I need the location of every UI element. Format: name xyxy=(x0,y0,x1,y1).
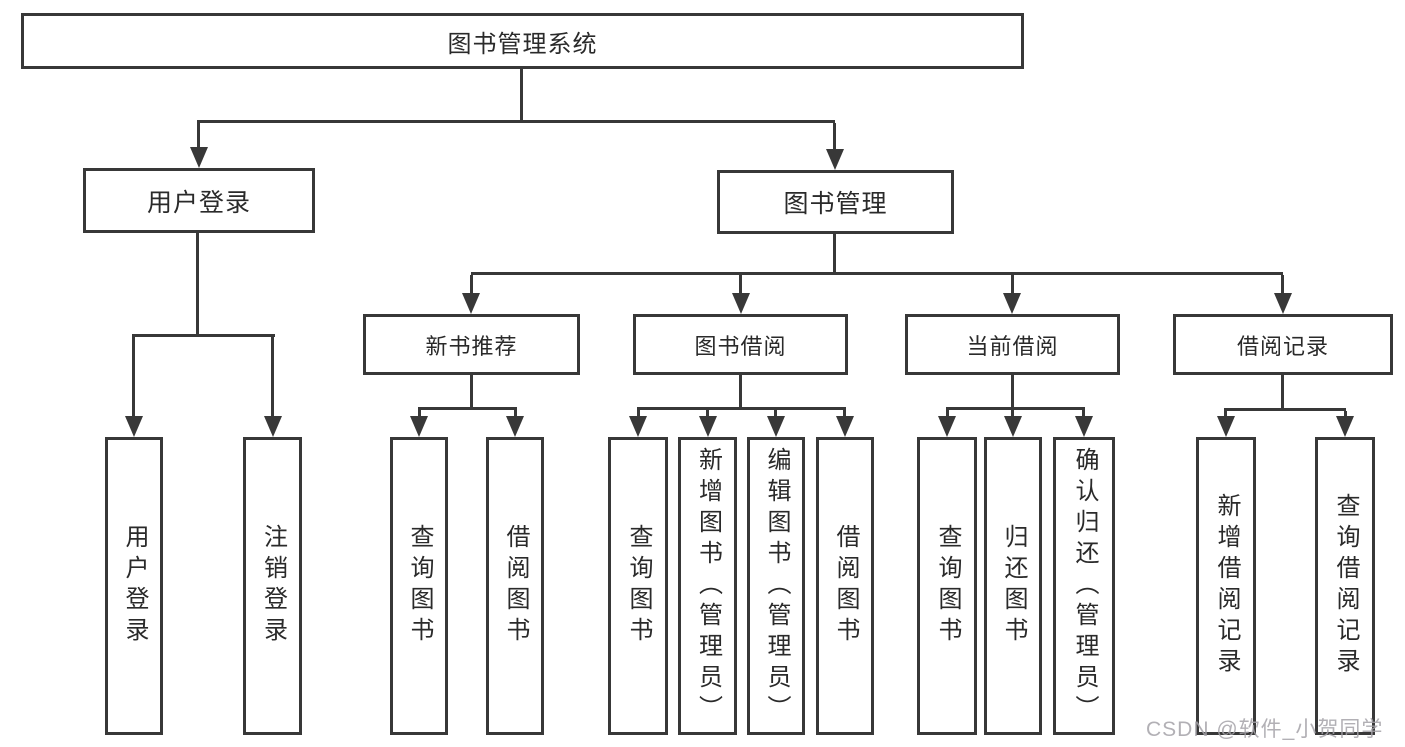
connector-leaf-stub xyxy=(1224,411,1227,417)
leaf-bb-add-books-admin: 新增图书（管理员） xyxy=(678,437,737,735)
connector-leaf-stub xyxy=(1082,410,1085,417)
connector-current-borrowing-branch xyxy=(946,407,1085,410)
node-root: 图书管理系统 xyxy=(21,13,1024,69)
csdn-watermark: CSDN @软件_小贺同学 xyxy=(1146,718,1384,741)
connector-leaf-stub xyxy=(843,410,846,417)
arrow-down-icon xyxy=(125,416,143,437)
leaf-user-login-label: 用户登录 xyxy=(121,524,148,648)
node-borrowing-records: 借阅记录 xyxy=(1173,314,1393,375)
connector-level3-branch xyxy=(471,272,1283,275)
connector-leaf-stub xyxy=(418,410,421,417)
leaf-nb-query-books-label: 查询图书 xyxy=(406,524,433,648)
arrow-down-icon xyxy=(1003,293,1021,314)
arrow-down-icon xyxy=(506,416,524,437)
arrow-down-icon xyxy=(410,416,428,437)
node-new-book-recommendation-label: 新书推荐 xyxy=(425,333,518,359)
leaf-cb-query-books: 查询图书 xyxy=(917,437,977,735)
arrow-down-icon xyxy=(629,416,647,437)
connector-to-book-management xyxy=(833,123,836,149)
node-current-borrowing: 当前借阅 xyxy=(905,314,1120,375)
arrow-down-icon xyxy=(732,293,750,314)
leaf-br-query-borrow-record: 查询借阅记录 xyxy=(1315,437,1375,735)
node-root-label: 图书管理系统 xyxy=(447,30,598,58)
leaf-nb-borrow-books-label: 借阅图书 xyxy=(502,524,529,648)
connector-root-stem xyxy=(520,69,523,120)
connector-new-book-stem xyxy=(470,375,473,407)
leaf-nb-query-books: 查询图书 xyxy=(390,437,448,735)
node-book-borrowing-label: 图书借阅 xyxy=(694,333,787,359)
arrow-down-icon xyxy=(264,416,282,437)
leaf-br-add-borrow-record: 新增借阅记录 xyxy=(1196,437,1256,735)
connector-leaf-stub xyxy=(514,410,517,417)
connector-to-current-borrowing xyxy=(1011,275,1014,293)
leaf-cb-query-books-label: 查询图书 xyxy=(934,524,961,648)
connector-to-new-book xyxy=(470,275,473,293)
connector-borrowing-records-stem xyxy=(1281,375,1284,408)
connector-leaf-stub xyxy=(774,410,777,417)
connector-new-book-branch xyxy=(418,407,517,410)
arrow-down-icon xyxy=(938,416,956,437)
arrow-down-icon xyxy=(1274,293,1292,314)
connector-leaf-stub xyxy=(1344,411,1347,417)
connector-borrowing-records-branch xyxy=(1224,408,1346,411)
connector-leaf-stub xyxy=(1011,410,1014,417)
node-borrowing-records-label: 借阅记录 xyxy=(1236,333,1329,359)
arrow-down-icon xyxy=(462,293,480,314)
leaf-nb-borrow-books: 借阅图书 xyxy=(486,437,544,735)
leaf-bb-edit-books-admin-label: 编辑图书（管理员） xyxy=(763,446,790,726)
connector-to-borrowing-records xyxy=(1281,275,1284,293)
node-new-book-recommendation: 新书推荐 xyxy=(363,314,580,375)
node-book-borrowing: 图书借阅 xyxy=(633,314,848,375)
leaf-user-login: 用户登录 xyxy=(105,437,163,735)
node-user-login: 用户登录 xyxy=(83,168,315,233)
connector-to-leaf-logout xyxy=(271,337,274,416)
leaf-br-query-borrow-record-label: 查询借阅记录 xyxy=(1332,493,1359,679)
arrow-down-icon xyxy=(826,149,844,170)
node-book-management-label: 图书管理 xyxy=(783,190,888,218)
leaf-bb-add-books-admin-label: 新增图书（管理员） xyxy=(694,446,722,726)
leaf-cb-confirm-return-admin: 确认归还（管理员） xyxy=(1053,437,1115,735)
connector-leaf-stub xyxy=(946,410,949,417)
arrow-down-icon xyxy=(1336,416,1354,437)
leaf-cb-confirm-return-admin-label: 确认归还（管理员） xyxy=(1071,446,1098,726)
arrow-down-icon xyxy=(836,416,854,437)
leaf-cb-return-books: 归还图书 xyxy=(984,437,1042,735)
connector-to-user-login xyxy=(197,123,200,149)
arrow-down-icon xyxy=(190,147,208,168)
connector-to-book-borrowing xyxy=(739,275,742,293)
node-current-borrowing-label: 当前借阅 xyxy=(966,333,1059,359)
connector-book-borrowing-branch xyxy=(637,407,846,410)
leaf-bb-query-books: 查询图书 xyxy=(608,437,668,735)
connector-leaf-stub xyxy=(706,410,709,417)
leaf-bb-borrow-books-label: 借阅图书 xyxy=(832,524,859,648)
leaf-br-add-borrow-record-label: 新增借阅记录 xyxy=(1213,493,1240,679)
leaf-logout-label: 注销登录 xyxy=(259,524,287,648)
connector-current-borrowing-stem xyxy=(1011,375,1014,407)
arrow-down-icon xyxy=(1217,416,1235,437)
connector-to-leaf-user-login xyxy=(132,337,135,416)
leaf-bb-borrow-books: 借阅图书 xyxy=(816,437,874,735)
connector-user-login-branch xyxy=(132,334,275,337)
leaf-cb-return-books-label: 归还图书 xyxy=(1000,524,1027,648)
node-user-login-label: 用户登录 xyxy=(146,188,251,217)
leaf-logout: 注销登录 xyxy=(243,437,302,735)
arrow-down-icon xyxy=(1004,416,1022,437)
connector-book-borrowing-stem xyxy=(739,375,742,407)
leaf-bb-edit-books-admin: 编辑图书（管理员） xyxy=(747,437,805,735)
arrow-down-icon xyxy=(1075,416,1093,437)
connector-leaf-stub xyxy=(637,410,640,417)
connector-user-login-stem xyxy=(196,233,199,334)
arrow-down-icon xyxy=(767,416,785,437)
leaf-bb-query-books-label: 查询图书 xyxy=(625,524,652,648)
connector-level2-branch xyxy=(197,120,835,123)
node-book-management: 图书管理 xyxy=(717,170,954,234)
connector-book-management-stem xyxy=(833,234,836,272)
arrow-down-icon xyxy=(699,416,717,437)
